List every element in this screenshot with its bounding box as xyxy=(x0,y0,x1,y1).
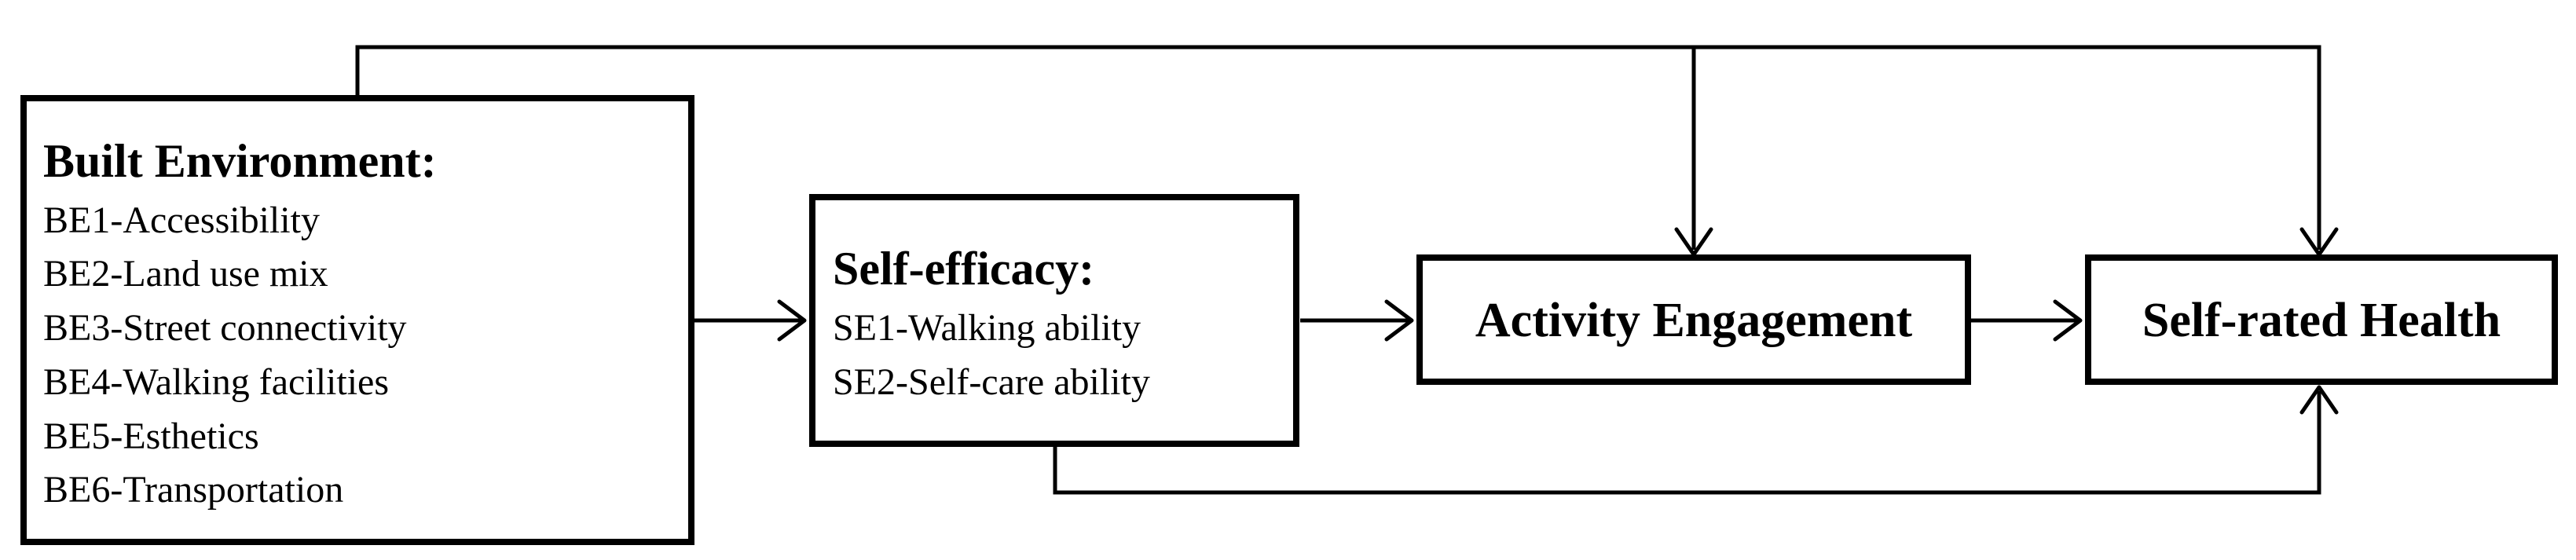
arrowhead-up-srh xyxy=(2299,385,2339,415)
connector-be-top xyxy=(355,45,2321,250)
connectors xyxy=(355,45,2321,495)
built-environment-item: BE5-Esthetics xyxy=(43,415,259,457)
built-environment-title: Built Environment: xyxy=(43,135,437,187)
built-environment-item: BE2-Land use mix xyxy=(43,253,328,295)
built-environment-item: BE6-Transportation xyxy=(43,469,343,511)
arrowhead-right-ae xyxy=(1384,299,1414,342)
arrowhead-right-srh xyxy=(2053,299,2083,342)
built-environment-item: BE1-Accessibility xyxy=(43,199,320,241)
connector-se-to-srh-bottom xyxy=(1053,391,2321,495)
self-efficacy-box: Self-efficacy: SE1-Walking ability SE2-S… xyxy=(809,194,1299,447)
arrowhead-right-se xyxy=(777,299,807,342)
self-efficacy-item: SE1-Walking ability xyxy=(833,307,1141,349)
built-environment-item: BE3-Street connectivity xyxy=(43,307,407,349)
self-rated-health-box: Self-rated Health xyxy=(2085,254,2558,385)
built-environment-item: BE4-Walking facilities xyxy=(43,361,389,403)
activity-engagement-title: Activity Engagement xyxy=(1475,294,1913,347)
self-efficacy-title: Self-efficacy: xyxy=(833,243,1094,295)
arrowheads xyxy=(777,227,2339,415)
self-efficacy-item: SE2-Self-care ability xyxy=(833,361,1150,403)
self-rated-health-title: Self-rated Health xyxy=(2142,294,2501,347)
built-environment-box: Built Environment: BE1-Accessibility BE2… xyxy=(20,95,694,545)
activity-engagement-box: Activity Engagement xyxy=(1416,254,1971,385)
